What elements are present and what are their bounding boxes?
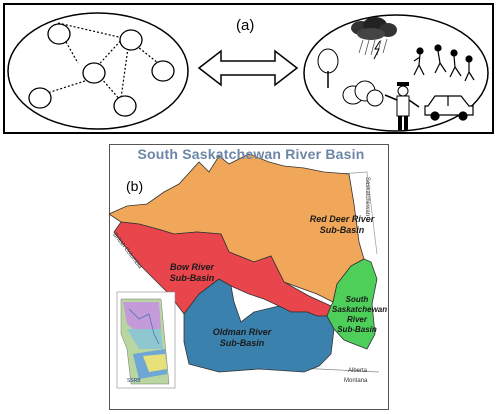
border-label-south-left: Alberta bbox=[348, 368, 368, 374]
node-5 bbox=[28, 87, 52, 109]
bush-icon bbox=[342, 80, 384, 107]
node-1 bbox=[47, 23, 71, 45]
network-ellipse bbox=[7, 12, 189, 130]
region-label-red-deer-sub: Sub-Basin bbox=[319, 225, 365, 235]
network-nodes bbox=[28, 23, 175, 117]
region-oldman bbox=[183, 278, 335, 373]
scene-ellipse bbox=[303, 14, 489, 132]
alberta-inset-map bbox=[116, 291, 176, 389]
inset-map-label: SSRB bbox=[127, 378, 141, 384]
panel-a-frame bbox=[3, 3, 494, 134]
region-label-bow-name: Bow River bbox=[169, 262, 214, 272]
panel-a-label: (a) bbox=[236, 17, 255, 34]
region-label-south-saskatchewan: South Saskatchewan River Sub-Basin bbox=[332, 295, 388, 335]
basin-map bbox=[109, 153, 380, 389]
region-label-bow: Bow River Sub-Basin bbox=[162, 262, 222, 284]
region-label-south-saskatchewan-name: South Saskatchewan River bbox=[332, 295, 388, 324]
node-6 bbox=[113, 95, 137, 117]
border-label-east: Saskatchewan bbox=[364, 177, 370, 217]
node-4 bbox=[151, 60, 175, 82]
double-arrow-icon bbox=[197, 49, 299, 87]
car-icon bbox=[424, 95, 474, 121]
province-boundary-line bbox=[338, 171, 378, 255]
node-2 bbox=[119, 29, 143, 51]
region-label-red-deer-name: Red Deer River bbox=[309, 214, 375, 224]
people-icon bbox=[413, 44, 475, 82]
border-label-south-right: Montana bbox=[344, 378, 368, 384]
region-label-red-deer: Red Deer River Sub-Basin bbox=[302, 214, 382, 236]
region-label-bow-sub: Sub-Basin bbox=[169, 273, 215, 283]
region-label-oldman-name: Oldman River bbox=[212, 327, 272, 337]
region-south-saskatchewan bbox=[326, 258, 378, 350]
region-label-oldman: Oldman River Sub-Basin bbox=[207, 327, 277, 349]
basin-map-title: South Saskatchewan River Basin bbox=[137, 146, 365, 162]
region-label-south-saskatchewan-sub: Sub-Basin bbox=[337, 325, 377, 334]
storm-cloud-icon bbox=[351, 17, 397, 60]
police-officer-icon bbox=[384, 82, 420, 130]
panel-a-drawing bbox=[7, 12, 489, 132]
tree-icon bbox=[317, 48, 339, 88]
node-3 bbox=[82, 62, 106, 84]
panel-b-label: (b) bbox=[126, 178, 144, 194]
region-label-oldman-sub: Sub-Basin bbox=[219, 338, 265, 348]
